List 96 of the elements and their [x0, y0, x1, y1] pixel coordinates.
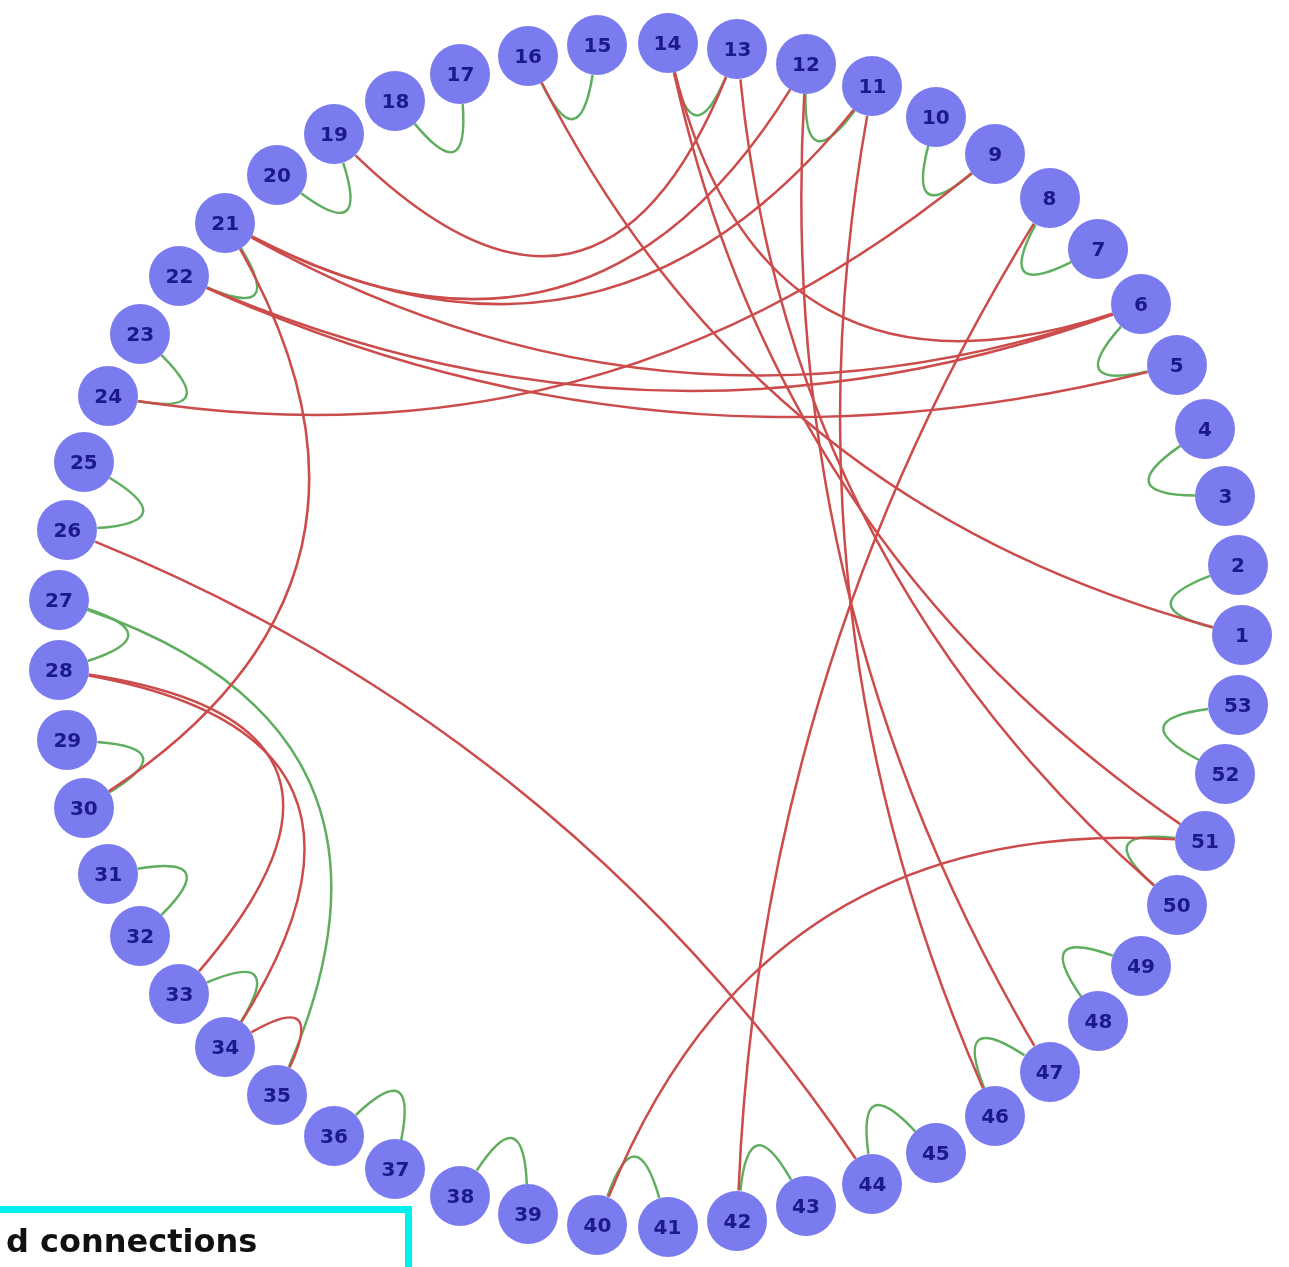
- node-circle: 50: [1146, 875, 1207, 936]
- connector-line: [839, 115, 985, 1089]
- node-circle: 21: [195, 192, 256, 253]
- connector-line: [94, 540, 857, 1160]
- node-circle: 4: [1174, 398, 1235, 459]
- node-circle: 47: [1019, 1041, 1080, 1102]
- connector-line: [865, 1104, 917, 1155]
- connector-line: [739, 79, 1155, 887]
- node-circle: 46: [965, 1086, 1026, 1146]
- connector-line: [300, 162, 352, 214]
- node-circle: 8: [1019, 168, 1080, 229]
- node-circle: 45: [905, 1123, 966, 1184]
- connector-line: [921, 145, 973, 197]
- connector-line: [97, 740, 145, 794]
- connector-line: [251, 108, 855, 305]
- connector-line: [804, 93, 856, 143]
- node-circle: 43: [776, 1176, 837, 1237]
- node-circle: 37: [365, 1139, 426, 1200]
- connector-line: [673, 71, 1113, 343]
- node-circle: 6: [1111, 274, 1171, 335]
- connector-line: [88, 674, 306, 1023]
- node-circle: 24: [78, 366, 139, 427]
- connector-line: [1020, 224, 1073, 276]
- node-circle: 26: [37, 500, 98, 561]
- connector-line: [137, 864, 188, 916]
- node-circle: 29: [37, 709, 98, 770]
- connector-line: [206, 970, 259, 1023]
- node-circle: 7: [1068, 218, 1129, 279]
- connector-line: [97, 476, 145, 530]
- node-circle: 48: [1068, 991, 1129, 1052]
- node-circle: 5: [1146, 334, 1207, 395]
- connector-line: [607, 836, 1176, 1198]
- connector-line: [1147, 444, 1196, 497]
- node-circle: 42: [707, 1190, 768, 1251]
- connector-line: [739, 1144, 793, 1191]
- node-circle: 11: [842, 56, 903, 117]
- node-circle: 2: [1207, 534, 1268, 595]
- connector-line: [137, 354, 188, 406]
- node-circle: 13: [707, 19, 768, 80]
- node-circle: 19: [303, 104, 364, 165]
- node-circle: 23: [110, 303, 171, 364]
- connector-line: [540, 74, 594, 121]
- connector-line: [1162, 707, 1209, 762]
- node-circle: 27: [29, 569, 90, 630]
- node-circle: 10: [905, 86, 966, 147]
- connector-line: [87, 607, 130, 663]
- node-circle: 35: [247, 1064, 307, 1125]
- node-circle: 32: [110, 906, 171, 967]
- connector-line: [475, 1136, 529, 1185]
- node-circle: 9: [965, 124, 1026, 184]
- connector-line: [737, 223, 1035, 1191]
- node-circle: 25: [53, 432, 114, 493]
- connector-line: [413, 104, 465, 154]
- node-circle: 15: [567, 15, 628, 76]
- node-circle: 40: [567, 1194, 628, 1255]
- node-circle: 36: [303, 1105, 364, 1166]
- node-circle: 38: [430, 1165, 491, 1226]
- connector-line: [137, 172, 973, 416]
- connector-line: [86, 608, 332, 1068]
- node-circle: 39: [498, 1184, 559, 1245]
- node-circle: 17: [430, 44, 491, 105]
- node-circle: 12: [776, 33, 837, 94]
- connector-line: [206, 286, 1114, 392]
- connector-line: [1061, 946, 1114, 998]
- connector-line: [1096, 325, 1148, 377]
- node-circle: 34: [195, 1017, 256, 1078]
- node-circle: 51: [1174, 811, 1235, 872]
- connector-line: [108, 248, 310, 793]
- node-circle: 44: [842, 1153, 903, 1214]
- node-circle: 14: [637, 13, 698, 74]
- node-circle: 3: [1195, 465, 1256, 526]
- connector-line: [206, 286, 1148, 418]
- connector-line: [540, 81, 1214, 629]
- node-circle: 1: [1212, 605, 1272, 665]
- connector-line: [800, 93, 1036, 1047]
- node-circle: 28: [29, 640, 90, 701]
- connector-line: [1169, 574, 1214, 629]
- node-circle: 20: [247, 145, 307, 206]
- node-circle: 41: [637, 1196, 698, 1257]
- connector-line: [250, 1016, 303, 1068]
- connector-line: [88, 673, 285, 973]
- node-circle: 22: [149, 245, 210, 306]
- node-circle: 53: [1207, 675, 1268, 735]
- node-circle: 31: [78, 843, 139, 904]
- node-circle: 18: [365, 70, 426, 131]
- connector-line: [354, 76, 728, 258]
- connector-line: [354, 1089, 406, 1141]
- node-circle: 52: [1195, 744, 1256, 805]
- node-circle: 33: [149, 964, 210, 1025]
- connector-line: [672, 72, 1181, 826]
- node-circle: 49: [1111, 935, 1171, 996]
- node-circle: 30: [53, 777, 114, 838]
- caption-text: d connections: [6, 1222, 258, 1260]
- connector-line: [973, 1036, 1026, 1089]
- connector-line: [606, 1155, 661, 1199]
- node-circle: 16: [498, 25, 559, 86]
